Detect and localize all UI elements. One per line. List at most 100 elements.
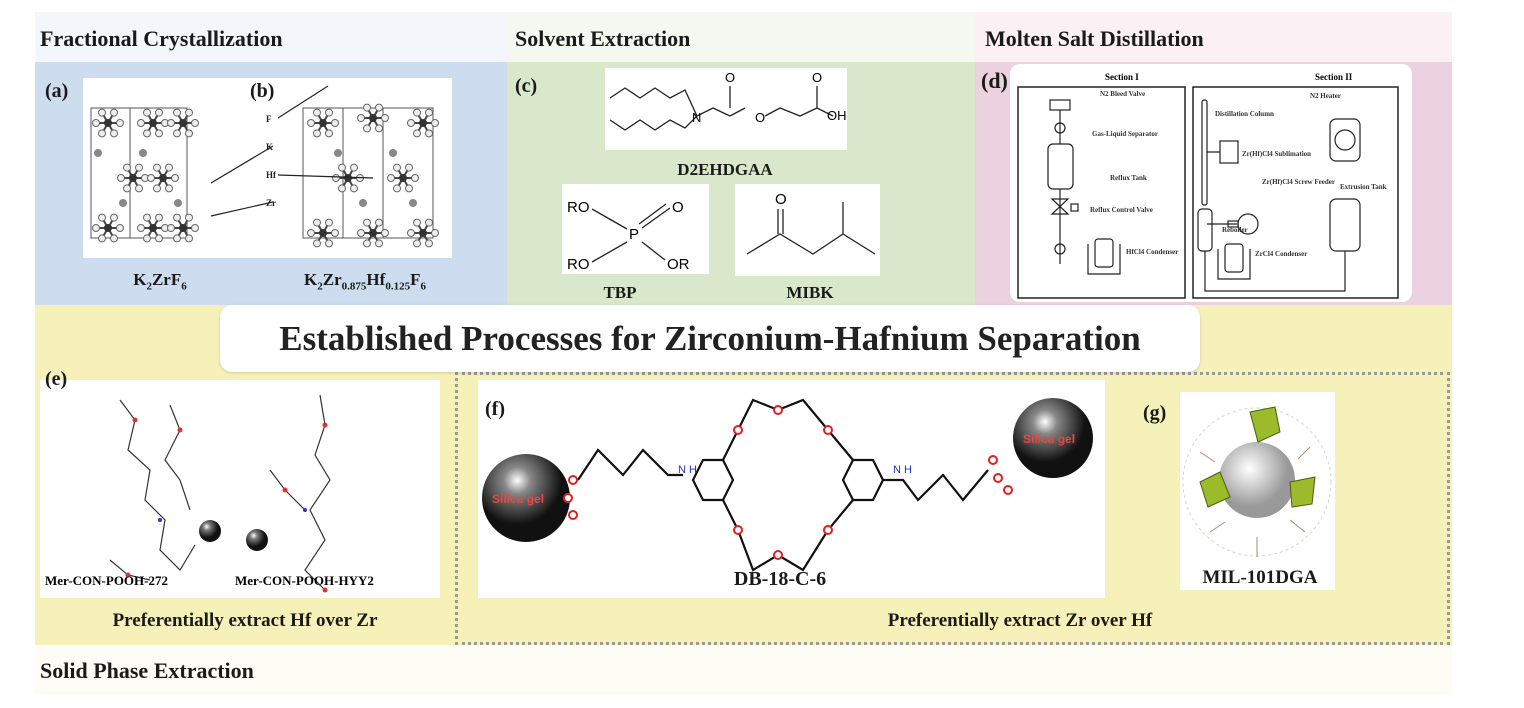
metal-atom: [319, 229, 327, 237]
atom-oh: OH: [827, 108, 847, 123]
header-band-solvent: [507, 12, 975, 62]
caption-hf-over-zr: Preferentially extract Hf over Zr: [112, 610, 378, 631]
fluorine-atom: [137, 119, 145, 127]
cage-sphere: [1219, 442, 1295, 518]
material-name-hyy2: Mer-CON-POOH-HYY2: [235, 573, 374, 588]
fluorine-atom: [98, 108, 106, 117]
fluorine-atom: [135, 163, 143, 172]
metal-atom: [159, 174, 167, 182]
fluorine-atom: [191, 224, 199, 232]
fluorine-atom: [173, 213, 181, 222]
molecule-name-tbp: TBP: [603, 283, 637, 302]
fluorine-atom: [338, 184, 346, 193]
label-n2-heater: N2 Heater: [1310, 92, 1341, 100]
label-reflux-control-valve: Reflux Control Valve: [1090, 206, 1153, 214]
atom-o: O: [672, 199, 684, 216]
amine-nh: N H: [678, 464, 697, 476]
atom-label-k: K: [266, 142, 273, 152]
material-name-mil101dga: MIL-101DGA: [1202, 567, 1318, 588]
fluorine-atom: [137, 224, 145, 232]
fluorine-atom: [185, 234, 193, 243]
header-band-molten: [975, 12, 1452, 62]
metal-atom: [129, 174, 137, 182]
fluorine-atom: [171, 174, 179, 182]
label-screw-feeder: Zr(Hf)Cl4 Screw Feeder: [1262, 178, 1335, 186]
mil101dga-structure: [1180, 392, 1335, 590]
fluorine-atom: [405, 184, 413, 193]
silica-label: Silica gel: [1023, 432, 1075, 446]
zr-selective-group: [455, 372, 1450, 645]
fluorine-atom: [363, 239, 371, 248]
fluorine-atom: [413, 239, 421, 248]
metal-atom: [104, 119, 112, 127]
atom-or: OR: [667, 256, 690, 273]
footer-band-solid: [35, 645, 1452, 695]
fluorine-atom: [357, 114, 365, 122]
label-reboiler: Reboiler: [1222, 226, 1248, 234]
molecule-name-mibk: MIBK: [786, 283, 834, 302]
fluorine-atom: [98, 213, 106, 222]
metal-atom: [369, 229, 377, 237]
atom-label-zr: Zr: [266, 198, 276, 208]
fluorine-atom: [363, 103, 371, 112]
fluorine-atom: [98, 129, 106, 138]
amine-nh: N H: [893, 464, 912, 476]
fluorine-atom: [325, 218, 333, 227]
formula-k2zrf6: K2ZrF6: [133, 270, 187, 293]
crystal-structure-image: F K Hf Zr: [83, 78, 452, 258]
silica-sphere: [1013, 398, 1093, 478]
fluorine-atom: [313, 239, 321, 248]
fluorine-atom: [393, 184, 401, 193]
fluorine-atom: [313, 218, 321, 227]
section-heading-solvent: Solvent Extraction: [515, 26, 691, 51]
fluorine-atom: [325, 129, 333, 138]
label-zrcl4-condenser: ZrCl4 Condenser: [1255, 250, 1307, 258]
fluorine-atom: [393, 163, 401, 172]
fluorine-atom: [375, 124, 383, 133]
fluorine-atom: [350, 184, 358, 193]
fluorine-atom: [425, 108, 433, 117]
fluorine-atom: [431, 229, 439, 237]
fluorine-atom: [411, 174, 419, 182]
fluorine-atom: [313, 129, 321, 138]
fluorine-atom: [98, 234, 106, 243]
fluorine-atom: [331, 119, 339, 127]
fluorine-atom: [147, 174, 155, 182]
atom-o: O: [775, 191, 787, 208]
fluorine-atom: [387, 174, 395, 182]
panel-label-f: (f): [485, 398, 505, 420]
section-2-title: Section II: [1315, 72, 1353, 82]
fluorine-atom: [143, 108, 151, 117]
metal-atom: [179, 224, 187, 232]
fluorine-atom: [363, 218, 371, 227]
potassium-atom: [389, 149, 397, 157]
fluorine-atom: [431, 119, 439, 127]
fluorine-atom: [381, 114, 389, 122]
metal-atom: [419, 229, 427, 237]
fluorine-atom: [185, 108, 193, 117]
metal-atom: [369, 114, 377, 122]
potassium-atom: [334, 149, 342, 157]
section-heading-molten: Molten Salt Distillation: [985, 26, 1204, 51]
fluorine-atom: [325, 239, 333, 248]
fluorine-atom: [123, 163, 131, 172]
fluorine-atom: [173, 108, 181, 117]
fluorine-atom: [153, 184, 161, 193]
atom-ro: RO: [567, 199, 590, 216]
distillation-schematic: Section I Section II N2 Bleed Valve Gas-…: [1010, 64, 1412, 302]
panel-label-d: (d): [981, 68, 1008, 93]
fluorine-atom: [167, 119, 175, 127]
potassium-atom: [359, 199, 367, 207]
fluorine-atom: [375, 239, 383, 248]
fluorine-atom: [331, 229, 339, 237]
fluorine-atom: [116, 224, 124, 232]
label-sublimation: Zr(Hf)Cl4 Sublimation: [1242, 150, 1311, 158]
fluorine-atom: [173, 129, 181, 138]
fluorine-atom: [155, 213, 163, 222]
fluorine-atom: [143, 213, 151, 222]
fluorine-atom: [425, 129, 433, 138]
fluorine-atom: [338, 163, 346, 172]
mercon-structures: [40, 380, 440, 598]
resin-bead: [199, 520, 221, 542]
fluorine-atom: [381, 229, 389, 237]
